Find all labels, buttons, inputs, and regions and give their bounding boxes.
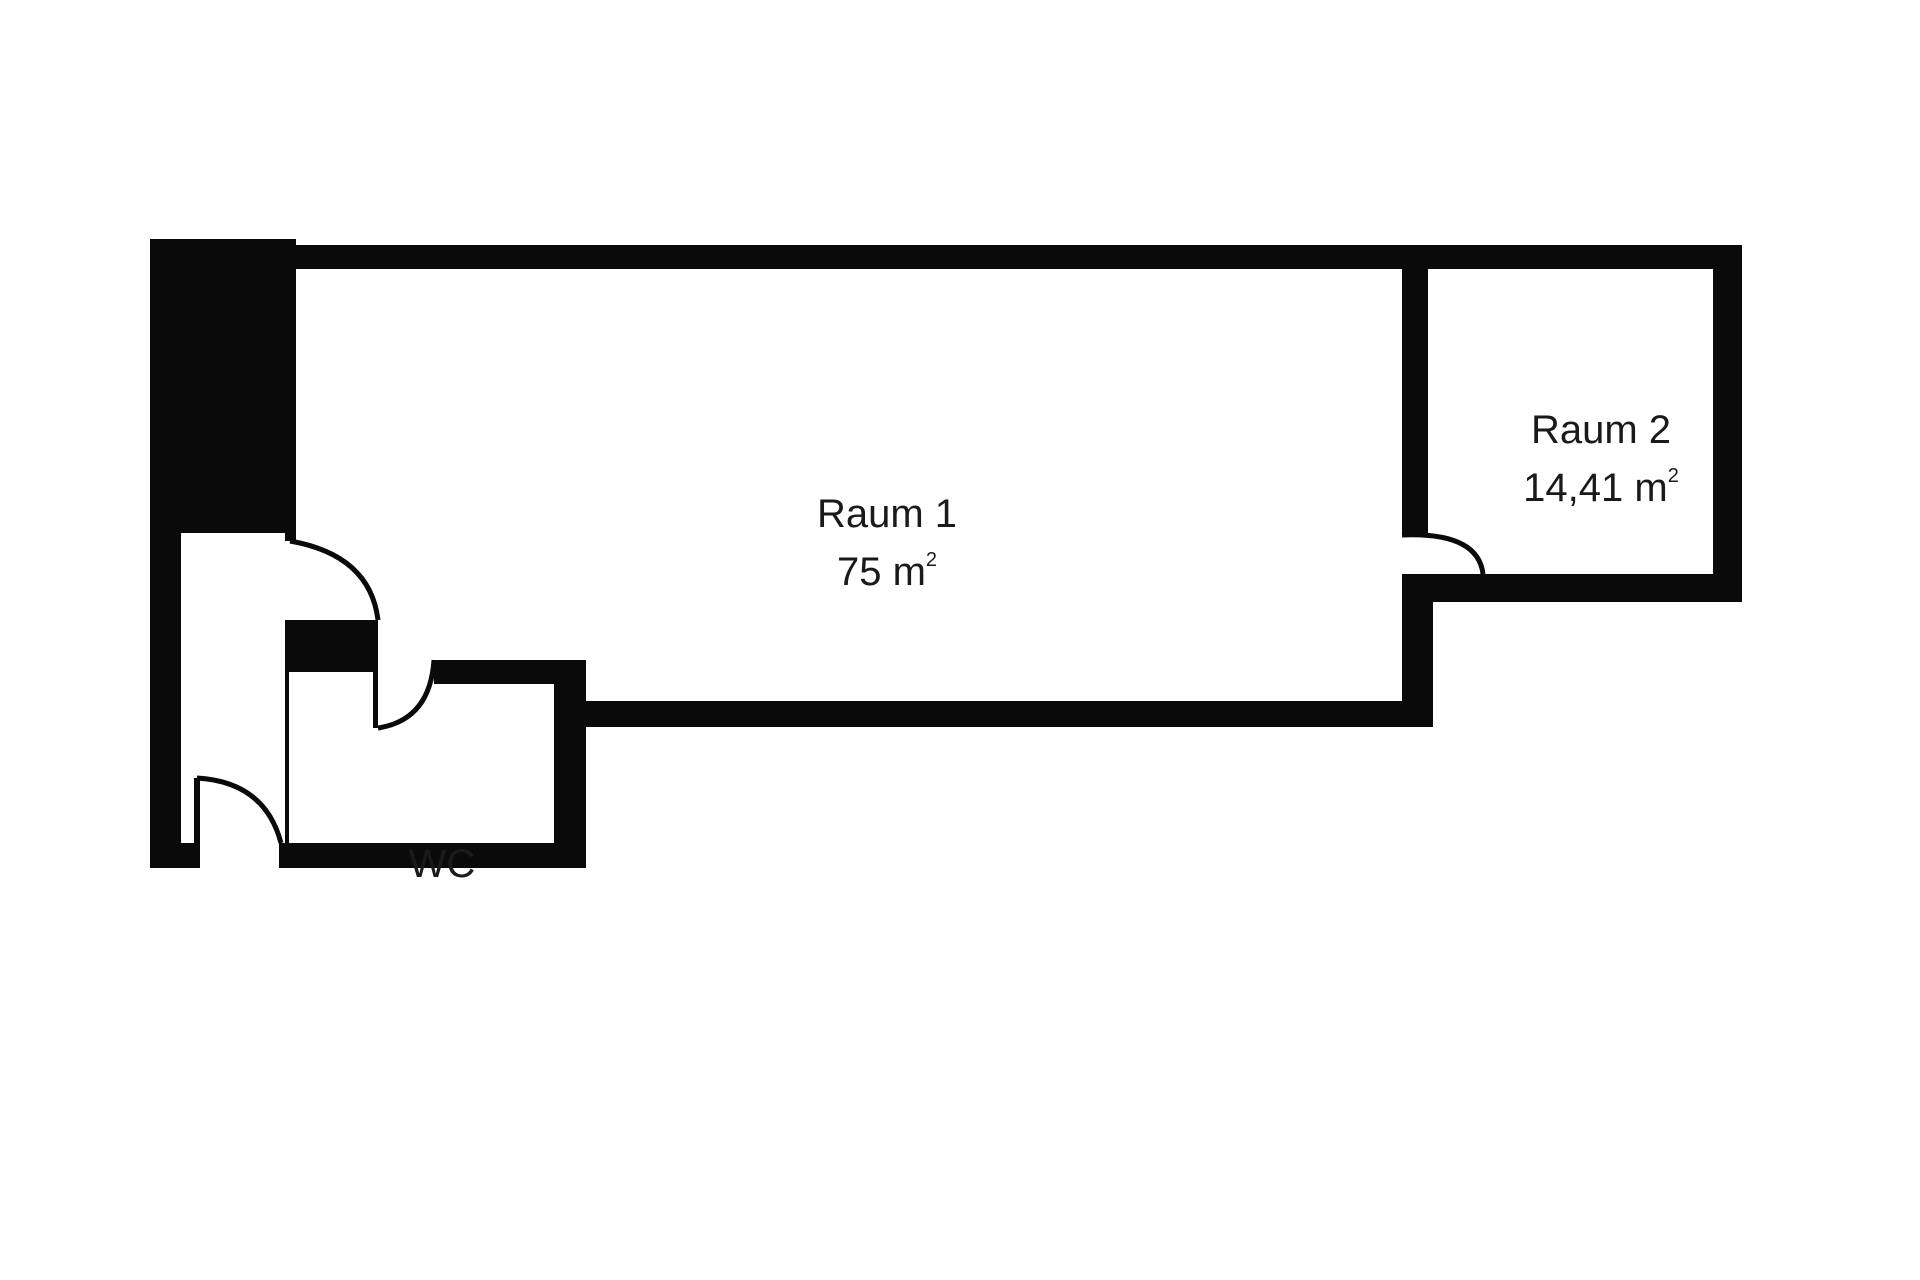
wall-main-bottom	[586, 701, 1433, 727]
wall-raum2-right	[1713, 245, 1742, 602]
room-label-wc: WC	[409, 844, 476, 884]
door-jamb-entrance	[194, 778, 200, 868]
wall-entrance-stub	[150, 843, 200, 868]
wall-wc-bottom	[279, 843, 586, 868]
door-arc-wc	[377, 659, 437, 731]
room-label-raum-1: Raum 1 75 m2	[817, 494, 957, 592]
wall-column	[150, 239, 296, 533]
wall-wc-right	[554, 660, 586, 868]
door-arc-entrance	[196, 775, 284, 844]
wall-block	[285, 620, 378, 672]
wall-thin	[285, 672, 289, 843]
wall-corridor-left	[150, 533, 181, 868]
area-unit-sup: 2	[925, 549, 938, 571]
area-value: 14,41 m	[1523, 466, 1668, 510]
wall-raum2-bottom	[1402, 574, 1742, 602]
room-name: Raum 1	[816, 492, 958, 536]
room-area: 75 m2	[817, 549, 957, 594]
room-name: Raum 2	[1530, 408, 1672, 452]
area-value: 75 m	[836, 550, 926, 594]
room-label-raum-2: Raum 2 14,41 m2	[1523, 410, 1679, 508]
door-arc-main	[289, 538, 381, 621]
area-unit-sup: 2	[1667, 465, 1679, 487]
room-area: 14,41 m2	[1523, 465, 1679, 510]
room-name: WC	[408, 842, 476, 886]
wall-wc-door-jamb	[373, 672, 378, 728]
wall-raum2-left	[1402, 245, 1428, 535]
wall-segment	[285, 533, 296, 541]
wall-top	[296, 245, 1742, 269]
door-arc-raum2	[1401, 532, 1486, 575]
